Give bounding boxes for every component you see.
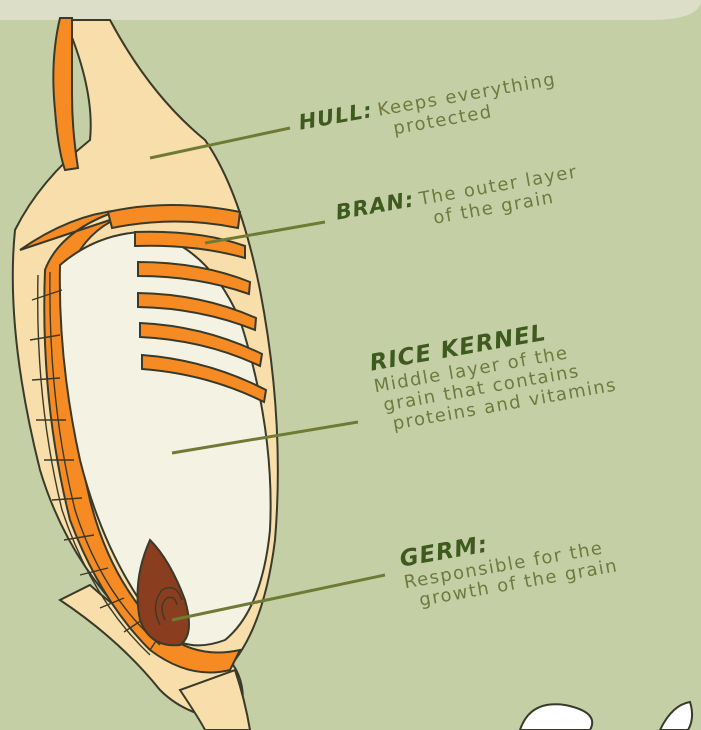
decorative-leaves [520, 702, 692, 730]
top-banner [0, 0, 701, 20]
